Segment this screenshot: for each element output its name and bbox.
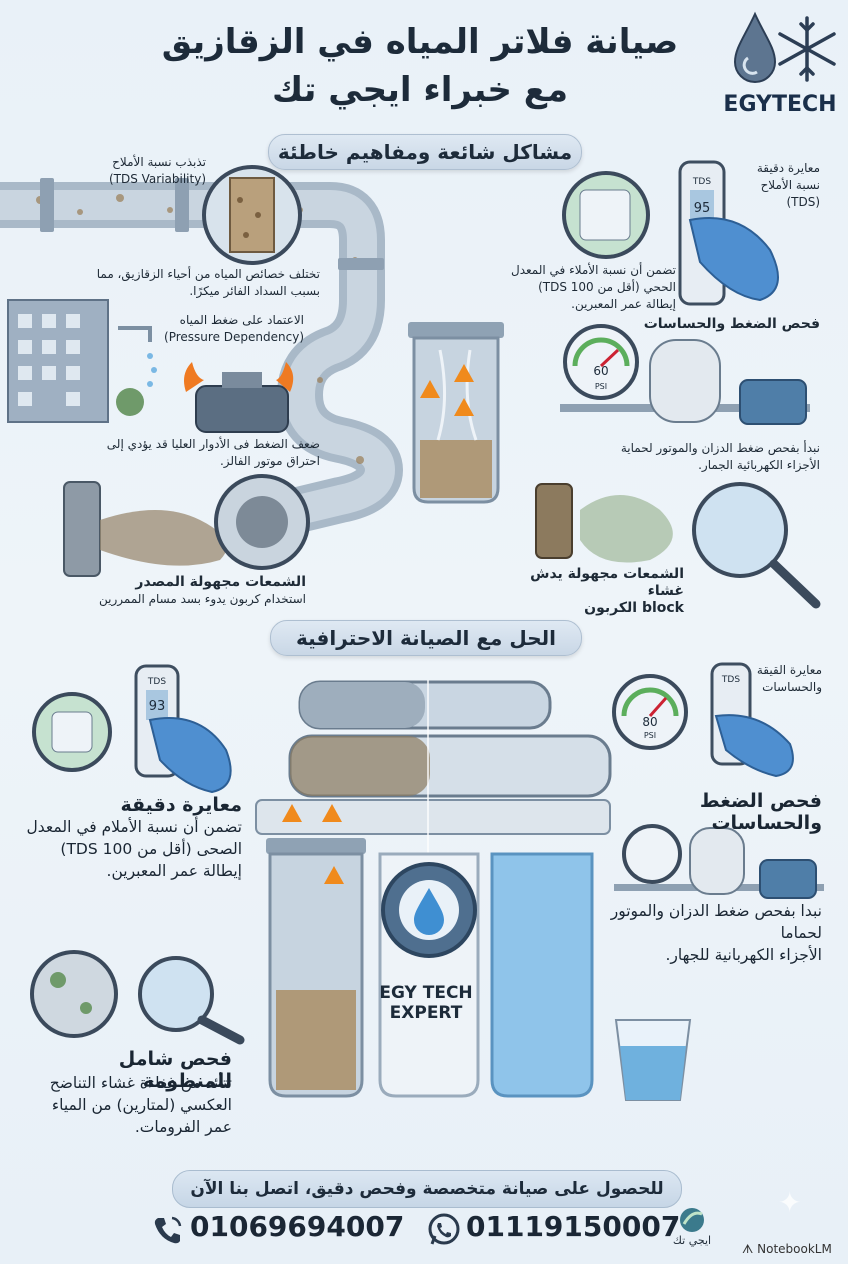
unknown-cartridges-title: الشمعات مجهولة المصدر <box>135 574 306 590</box>
dirty-filter-housing <box>408 322 504 504</box>
pressure-dependency-desc1: ضعف الضغط فى الأدوار العليا قد يؤدي إلى <box>106 437 320 451</box>
solution-pressure-title: فحص الضغط والحساسات <box>699 790 822 834</box>
solution-pressure-desc: نبدا بفحص ضغط الدزان والموتور لحماما الأ… <box>580 900 822 966</box>
gauge-value: 60 <box>593 364 608 378</box>
egytech-logo: EGYTECH <box>715 6 845 124</box>
tds-variability-desc2: بسبب السداد الفائر ميكرًا. <box>189 284 320 298</box>
brand-arabic-name: ايجي تك <box>672 1234 712 1247</box>
logo-text: EGYTECH <box>723 92 837 117</box>
water-glass-icon <box>614 1019 692 1101</box>
solution-illustration: EGY TECH EXPERT TDS 93 80 PSI TDS <box>30 662 824 1101</box>
unknown-cartridges-desc1: استخدام كربون يدوء بسد مسام الممررين <box>99 592 306 606</box>
tds-variability-label: تذبذب نسبة الأملاح (TDS Variability) <box>20 154 206 188</box>
solution-system-desc: تتأئد من غفاءة غشاء التناضح العكسي (لمتا… <box>0 1072 232 1138</box>
tds-meter-solution-icon: TDS 93 <box>32 664 232 794</box>
solution-system-desc3: عمر الفرومات. <box>134 1118 232 1136</box>
apartment-building-icon <box>7 299 157 423</box>
page-title-line1: صيانة فلاتر المياه في الزقازيق <box>161 22 679 62</box>
solution-tds-desc: تضمن أن نسبة الأملام في المعدل الصحى (أق… <box>0 816 242 882</box>
tds-calibration-desc: تضمن أن نسبة الأملاء في المعدل الححي (أق… <box>502 262 676 313</box>
tds-calibration-title1: معايرة دقيقة <box>756 161 820 175</box>
pressure-gauge-solution-icon: 80 PSI TDS <box>612 662 794 778</box>
notebooklm-badge: ᗑ NotebookLM <box>742 1242 832 1257</box>
notebooklm-text: NotebookLM <box>757 1242 832 1256</box>
expert-text-line2: EXPERT <box>390 1003 463 1023</box>
call-to-action-banner: للحصول على صيانة متخصصة وفحص دقيق، اتصل … <box>172 1170 682 1208</box>
solution-calibration-title1: معايرة القيقة <box>756 663 822 677</box>
solution-pressure-desc2: الأجزاء الكهربانية للجهار. <box>665 946 823 964</box>
brand-leaf-icon <box>680 1208 704 1232</box>
sparkle-icon: ✦ <box>778 1186 802 1219</box>
clogged-cartridge-icon <box>63 474 310 577</box>
solution-calibration-title2: والحساسات <box>762 680 822 694</box>
tds-variability-subtitle: (TDS Variability) <box>108 172 206 186</box>
tds-meter-icon: TDS 95 <box>562 160 779 306</box>
tds-meter-value: 95 <box>694 201 711 216</box>
whatsapp-icon <box>426 1212 462 1248</box>
pressure-check-title: فحص الضغط والحساسات <box>643 316 820 332</box>
tds-calibration-label: معايرة دقيقة نسبة الأملاح (TDS) <box>720 160 820 211</box>
carbon-filter-magnifier-icon <box>535 482 821 609</box>
notebooklm-icon: ᗑ <box>742 1242 754 1256</box>
phone-icon <box>150 1212 186 1248</box>
solution-section-title: الحل مع الصيانة الاحترافية <box>270 620 582 656</box>
carbon-membrane-title1: الشمعات مجهولة يدش غشاء <box>530 566 684 599</box>
problems-section-title: مشاكل شائعة ومفاهيم خاطئة <box>268 134 582 170</box>
carbon-membrane-label: الشمعات مجهولة يدش غشاء block الكربون <box>500 566 684 617</box>
dirty-filter-housing-left <box>266 838 366 1098</box>
tds-meter-solution-label: TDS <box>147 677 166 687</box>
tds-calibration-desc1: تضمن أن نسبة الأملاء في المعدل <box>510 263 676 277</box>
tds-variability-title: تذبذب نسبة الأملاح <box>112 155 206 169</box>
gauge-solution-unit: PSI <box>644 731 656 740</box>
expert-text-line1: EGY TECH <box>379 983 472 1003</box>
solution-system-title: فحص شامل للمنظومة <box>118 1048 232 1092</box>
pressure-dependency-desc: ضعف الضغط فى الأدوار العليا قد يؤدي إلى … <box>40 436 320 470</box>
tds-calibration-title3: (TDS) <box>786 195 820 209</box>
solution-tds-title: معايرة دقيقة <box>120 794 242 816</box>
tds-variability-desc1: تختلف خصائص المياه من أحياء الزقازيق، مم… <box>96 267 320 281</box>
pressure-gauge-icon: 60 PSI <box>560 324 810 425</box>
clean-filter-housing-right <box>490 852 594 1098</box>
logo-drop-snowflake-icon <box>733 11 836 83</box>
carbon-membrane-title2: block الكربون <box>584 600 684 616</box>
phone-number-2[interactable]: 01119150007 <box>466 1210 681 1243</box>
tds-calibration-desc2: الححي (أقل من TDS 100) <box>538 280 676 294</box>
pressure-dependency-label: الاعتماد على ضغط المياه (Pressure Depend… <box>120 312 304 346</box>
gauge-solution-value: 80 <box>642 715 657 729</box>
solution-pressure-desc1: نبدا بفحص ضغط الدزان والموتور لحماما <box>610 902 822 942</box>
pressure-check-desc2: الأجزاء الكهربائية الجمار. <box>698 458 820 472</box>
tds-meter-calibration-label: TDS <box>721 675 740 685</box>
solution-tds-desc2: الصحى (أقل من TDS 100) <box>60 840 242 858</box>
page-title-line2: مع خبراء ايجي تك <box>271 70 569 110</box>
tds-meter-solution-value: 93 <box>149 699 166 714</box>
problems-illustration: TDS 95 60 PSI <box>0 160 821 609</box>
gauge-unit: PSI <box>595 382 607 391</box>
system-check-magnifier-icon <box>30 950 245 1045</box>
pressure-dependency-title: الاعتماد على ضغط المياه <box>179 313 304 327</box>
tds-meter-label: TDS <box>692 177 711 187</box>
solution-calibration-label: معايرة القيقة والحساسات <box>712 662 822 696</box>
tds-calibration-desc3: إيطالة عمر المعبرين. <box>571 297 676 311</box>
unknown-cartridges-label: الشمعات مجهولة المصدر استخدام كربون يدوء… <box>40 574 306 608</box>
egy-tech-expert-gear-icon <box>381 862 477 958</box>
burning-motor-icon <box>184 362 294 433</box>
pressure-dependency-subtitle: (Pressure Dependency) <box>164 330 304 344</box>
solution-system-desc2: العكسي (لمتارين) من المياء <box>51 1096 232 1114</box>
pressure-check-desc1: نبدأ بفحص ضغط الدزان والموتور لحماية <box>620 441 820 455</box>
solution-tds-desc3: إيطالة عمر المعبرين. <box>106 862 242 880</box>
solution-system-desc1: تتأئد من غفاءة غشاء التناضح <box>49 1074 232 1092</box>
brand-small-logo <box>672 1206 712 1246</box>
tds-variability-desc: تختلف خصائص المياه من أحياء الزقازيق، مم… <box>40 266 320 300</box>
phone-number-1[interactable]: 01069694007 <box>190 1210 405 1243</box>
pressure-tank-motor-solution-icon <box>614 824 824 899</box>
pressure-dependency-desc2: احتراق موتور الفالز. <box>219 454 320 468</box>
tds-calibration-title2: نسبة الأملاح <box>760 178 820 192</box>
pressure-check-desc: نبدأ بفحص ضغط الدزان والموتور لحماية الأ… <box>560 440 820 474</box>
solution-tds-desc1: تضمن أن نسبة الأملام في المعدل <box>26 818 242 836</box>
